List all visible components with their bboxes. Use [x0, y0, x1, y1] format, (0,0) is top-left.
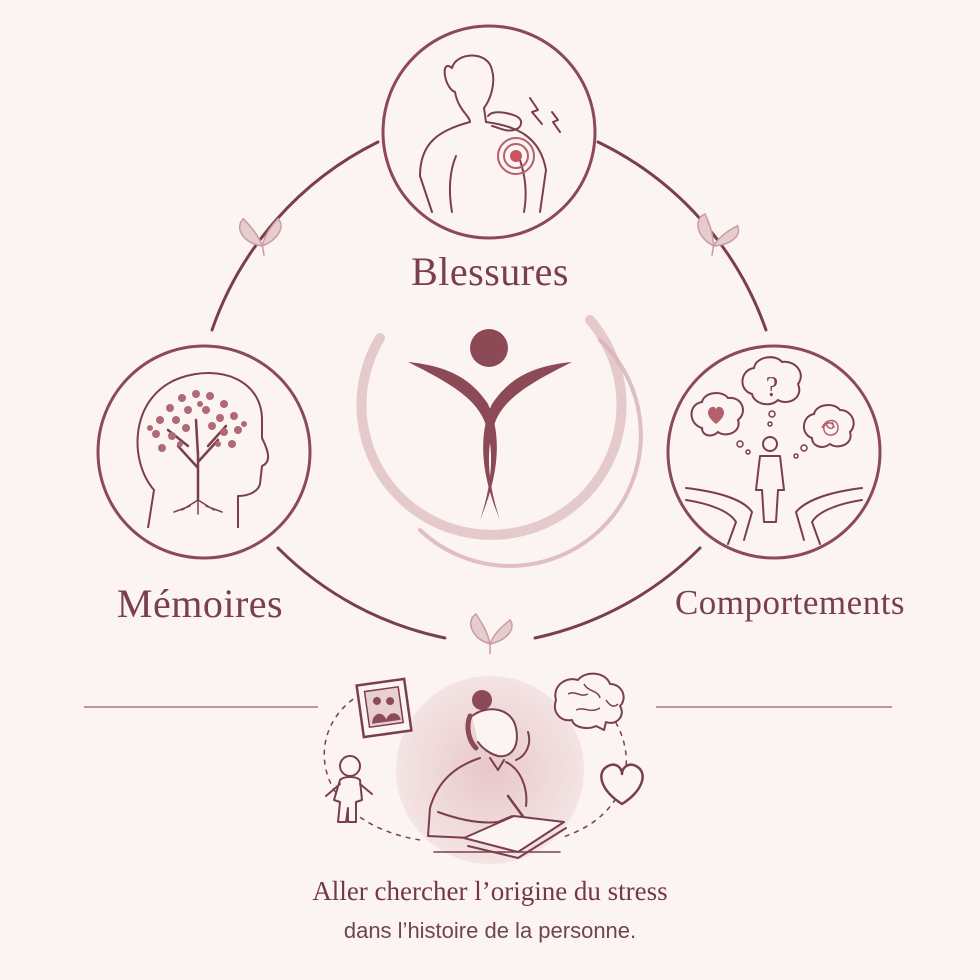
thought-bubble-question: ? [741, 356, 802, 427]
leaf-sprig-icon [697, 212, 740, 256]
head-tree-icon [136, 372, 269, 529]
question-mark: ? [766, 372, 778, 403]
photo-frame-icon [355, 677, 413, 739]
node-comportements: ? [666, 344, 882, 560]
cycle-arc-bottom-right [533, 546, 702, 640]
child-icon [325, 755, 373, 823]
leaf-sprig-icon [238, 217, 282, 256]
cycle-arc-top-right [596, 140, 768, 332]
brain-icon [554, 672, 625, 731]
label-blessures: Blessures [411, 249, 569, 294]
woman-writing-journal-icon [427, 690, 567, 859]
heart-icon [600, 763, 644, 806]
back-pain-icon [419, 54, 561, 213]
thought-bubble-heart [690, 392, 751, 455]
pain-point-icon [497, 137, 535, 175]
label-memoires: Mémoires [116, 581, 284, 626]
node-blessures [381, 24, 597, 240]
label-comportements: Comportements [674, 583, 906, 622]
node-memoires [96, 344, 312, 560]
thought-bubble-tangle [793, 404, 855, 459]
cycle-arc-bottom-left [276, 546, 447, 640]
cycle-arc-top-left [210, 140, 380, 332]
caption-sub: dans l’histoire de la personne. [343, 918, 637, 943]
origin-illustration [323, 672, 644, 864]
caption-main: Aller chercher l’origine du stress [312, 876, 668, 906]
leaf-sprig-icon [470, 612, 513, 654]
crossroads-person-icon [685, 436, 863, 545]
central-figure-logo [356, 315, 643, 568]
